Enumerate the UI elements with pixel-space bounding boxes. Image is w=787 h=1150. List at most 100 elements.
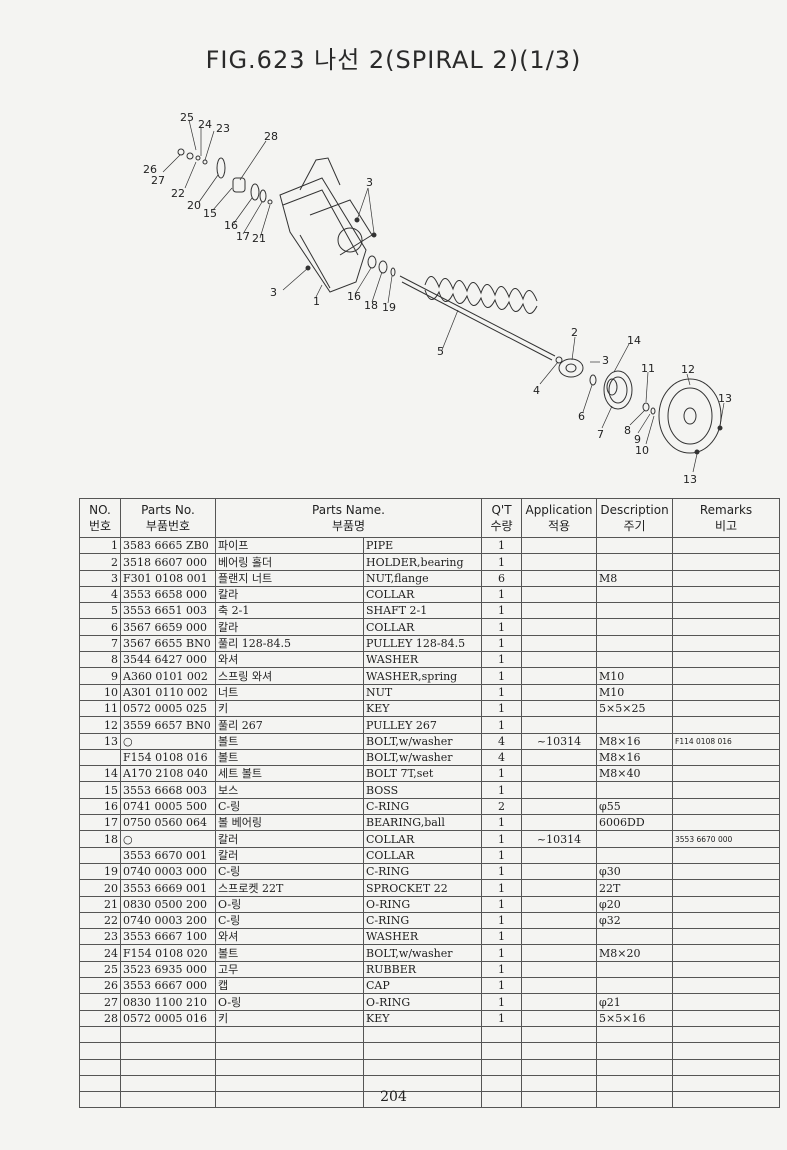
cell-desc: M8×40 (596, 765, 674, 783)
cell-rem (672, 618, 781, 636)
cell-qty: 1 (481, 830, 523, 848)
cell-rem (672, 928, 781, 946)
cell-part-no: F301 0108 001 (120, 569, 216, 587)
empty-cell (481, 1058, 523, 1076)
cell-name-kr: 풀리 267 (215, 716, 364, 734)
cell-no: 28 (79, 1009, 121, 1027)
cell-qty: 1 (481, 536, 523, 555)
callout: 3 (602, 354, 609, 367)
cell-no: 12 (79, 716, 121, 734)
cell-name-kr: 칼러 (215, 830, 364, 848)
cell-name-kr: 플랜지 너트 (215, 569, 364, 587)
cell-qty: 1 (481, 683, 523, 701)
cell-app (521, 879, 598, 897)
cell-app (521, 977, 598, 995)
pipe-housing (279, 157, 377, 293)
cell-no: 16 (79, 797, 121, 816)
callout: 23 (216, 122, 230, 135)
cell-desc: M8 (596, 569, 674, 587)
cell-qty: 1 (481, 911, 523, 930)
cell-rem (672, 553, 781, 571)
cell-no: 10 (79, 683, 121, 701)
cell-qty: 1 (481, 814, 523, 832)
cell-name-en: PULLEY 128-84.5 (362, 634, 483, 653)
cell-qty: 1 (481, 1009, 523, 1027)
cell-name-kr: C-링 (215, 797, 364, 816)
cell-name-en: HOLDER,bearing (362, 553, 483, 571)
header-parts-name: Parts Name.부품명 (214, 498, 483, 538)
callout: 12 (681, 363, 695, 376)
cell-name-kr: 풀리 128-84.5 (215, 634, 364, 653)
callout: 5 (437, 345, 444, 358)
cell-app (521, 667, 598, 685)
cell-rem (672, 1009, 781, 1027)
cell-part-no: 3559 6657 BN0 (120, 716, 216, 734)
empty-cell (481, 1025, 523, 1044)
cell-no: 6 (79, 618, 121, 636)
cell-name-en: BOLT,w/washer (362, 748, 483, 767)
cell-name-kr: 세트 볼트 (215, 765, 364, 783)
cell-desc: 6006DD (596, 814, 674, 832)
cell-name-kr: 베어링 홀더 (215, 553, 364, 571)
empty-cell (215, 1025, 364, 1044)
callout: 25 (180, 111, 194, 124)
empty-cell (521, 1042, 598, 1060)
cell-part-no: F154 0108 016 (120, 748, 216, 767)
cell-name-kr: 와셔 (215, 928, 364, 946)
callout: 10 (635, 444, 649, 457)
cell-qty: 1 (481, 977, 523, 995)
cell-desc: M8×16 (596, 732, 674, 750)
cell-part-no: 0830 1100 210 (120, 993, 216, 1011)
cell-no: 19 (79, 862, 121, 881)
cell-part-no: 3553 6667 100 (120, 928, 216, 946)
cell-name-en: COLLAR (362, 846, 483, 864)
cell-name-en: NUT,flange (362, 569, 483, 587)
spiral-shaft (399, 275, 556, 361)
cell-desc (596, 618, 674, 636)
cell-rem: F114 0108 016 (672, 732, 781, 750)
empty-row (79, 1042, 781, 1060)
empty-cell (672, 1091, 781, 1109)
cell-part-no: ○ (120, 830, 216, 848)
cell-app (521, 765, 598, 783)
cell-desc: φ21 (596, 993, 674, 1011)
callout: 19 (382, 301, 396, 314)
cell-no: 21 (79, 895, 121, 913)
cell-no: 27 (79, 993, 121, 1011)
cell-name-kr: O-링 (215, 895, 364, 913)
callout: 13 (683, 473, 697, 486)
cell-name-en: WASHER,spring (362, 667, 483, 685)
cell-desc: 5×5×16 (596, 1009, 674, 1027)
cell-name-en: BOSS (362, 781, 483, 799)
callout: 2 (571, 326, 578, 339)
cell-name-kr: 볼트 (215, 944, 364, 962)
callout: 15 (203, 207, 217, 220)
cell-app: ~10314 (521, 732, 598, 750)
cell-name-kr: 칼라 (215, 618, 364, 636)
cell-name-kr: 캡 (215, 977, 364, 995)
cell-app (521, 569, 598, 587)
cell-rem (672, 911, 781, 930)
cell-qty: 4 (481, 732, 523, 750)
cell-qty: 1 (481, 618, 523, 636)
empty-cell (362, 1042, 483, 1060)
cell-rem (672, 993, 781, 1011)
cell-part-no: 3553 6670 001 (120, 846, 216, 864)
cell-name-en: C-RING (362, 911, 483, 930)
callout: 3 (270, 286, 277, 299)
cell-qty: 6 (481, 569, 523, 587)
cell-no: 14 (79, 765, 121, 783)
cell-qty: 1 (481, 960, 523, 979)
